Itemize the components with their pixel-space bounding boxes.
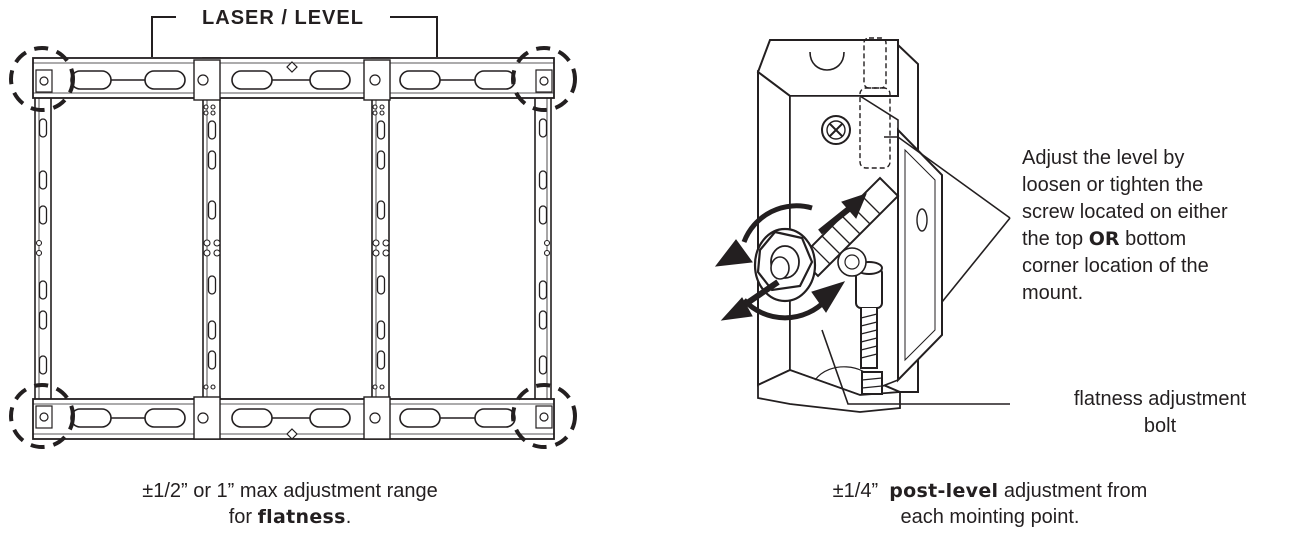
bolt-label-line: flatness adjustment [1073,388,1247,410]
callout-line: corner location of the [1022,255,1209,277]
callout-line: loosen or tighten the [1022,174,1204,196]
laser-bracket [151,16,176,57]
caption-line: each mointing point. [900,506,1080,528]
bolt-label: flatness adjustment bolt [1010,386,1310,440]
caption-line: ±1/4” post-level adjustment from [760,478,1220,504]
caption-text: ±1/4” [832,480,890,502]
vertical-slots [38,118,548,375]
bolt-label-line: bolt [1143,415,1177,437]
caption-post-level: ±1/4” post-level adjustment from each mo… [760,478,1220,530]
callout-text: the top [1022,228,1089,250]
mount-bracket-detail [714,37,1011,413]
bottom-rail [32,396,555,440]
hex-nut [753,227,817,303]
top-screw [821,115,851,145]
top-rail [32,57,555,101]
callout-line: Adjust the level by [1022,147,1185,169]
vertical-post-1 [34,61,52,435]
vertical-post-4 [534,61,552,435]
adjust-level-callout: Adjust the level by loosen or tighten th… [1022,145,1312,307]
callout-text: bottom [1119,228,1187,250]
corner-circle-bottom-left [9,383,75,449]
caption-line: for flatness. [60,504,520,530]
callout-line: mount. [1022,282,1084,304]
callout-emphasis: OR [1088,228,1120,250]
caption-line: ±1/2” or 1” max adjustment range [142,480,438,502]
callout-line: the top OR bottom [1022,226,1312,253]
caption-text: adjustment from [998,480,1148,502]
caption-emphasis: flatness [257,506,346,528]
leader-lines [821,136,1011,405]
corner-circle-top-left [9,46,75,112]
corner-circle-bottom-right [511,383,577,449]
dashed-top-bolt [859,37,891,169]
corner-highlight-circles [9,46,577,449]
corner-circle-top-right [511,46,577,112]
laser-level-label: LASER / LEVEL [202,7,364,29]
rotation-arrow [714,203,846,321]
middle-hardware [35,104,551,390]
mounting-frame [32,16,555,440]
caption-text: . [345,506,352,528]
flatness-adjustment-bolt [855,261,883,395]
callout-line: screw located on either [1022,201,1228,223]
caption-emphasis: post-level [889,480,999,502]
caption-text: for [228,506,258,528]
caption-flatness: ±1/2” or 1” max adjustment range for fla… [60,478,520,530]
